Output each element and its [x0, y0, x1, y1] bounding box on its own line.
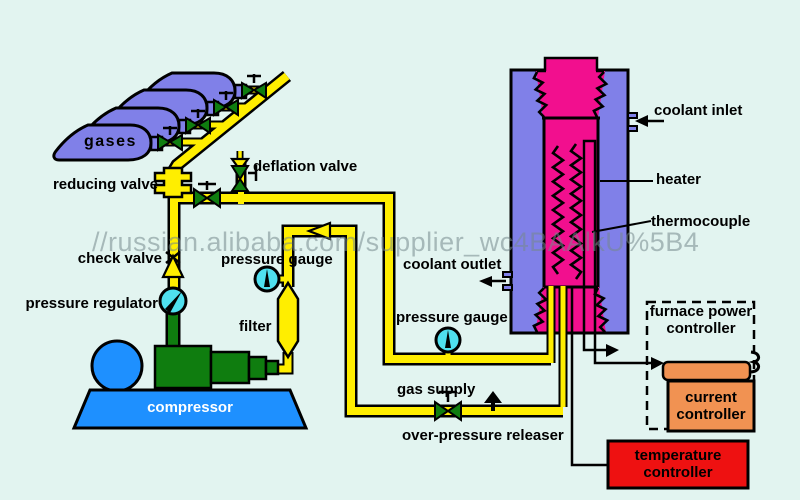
power-lead — [582, 288, 606, 352]
coolant-outlet-label: coolant outlet — [403, 256, 502, 273]
gas-supply-label: gas supply — [397, 381, 476, 398]
gas-cylinders — [52, 71, 267, 162]
check-valve-icon — [161, 251, 185, 279]
current-controller-line2: controller — [676, 406, 746, 424]
thermocouple-wire — [570, 288, 608, 467]
compressor-unit — [71, 304, 309, 430]
heater-coil-right-icon — [568, 143, 584, 280]
furnace-power-controller-label: furnace power controller — [647, 303, 755, 338]
gauges — [158, 265, 462, 354]
filter-label: filter — [239, 318, 272, 335]
valves-and-arrows — [161, 115, 664, 422]
deflation-valve-label: deflation valve — [253, 158, 358, 175]
pressure-regulator-label: pressure regulator — [25, 295, 158, 312]
chamber-walls — [542, 116, 600, 288]
cylinder-valve-icon — [185, 109, 211, 135]
compressor-block — [153, 344, 213, 390]
pressure-gauge-icon — [434, 326, 462, 354]
compressor-outlet — [264, 359, 280, 376]
check-valve-label: check valve — [77, 250, 162, 267]
base-zigzag-left — [532, 287, 549, 333]
temperature-controller-label: temperature controller — [608, 447, 748, 482]
throat-zigzag-left — [532, 71, 549, 118]
throat-zigzag-right — [592, 71, 609, 118]
thermocouple-label: thermocouple — [651, 213, 751, 230]
coolant-outlet-port — [502, 271, 513, 278]
current-controller-box — [666, 379, 756, 433]
furnace-throat — [536, 71, 605, 118]
over-pressure-releaser-label: over-pressure releaser — [402, 427, 564, 444]
coolant-inlet-arrow-icon — [635, 115, 664, 127]
thermocouple-well-icon — [582, 139, 597, 288]
furnace-power-controller-line1: furnace power — [649, 303, 753, 320]
reducing-valve-icon — [153, 166, 193, 199]
furnace-chimney — [543, 56, 599, 72]
filter-icon — [276, 280, 300, 360]
pressure-gauge-icon — [253, 265, 281, 293]
furnace-power-controller-line2: controller — [666, 320, 736, 338]
power-input-bar — [661, 360, 752, 382]
furnace — [502, 56, 638, 335]
shutoff-valve-icon — [193, 181, 221, 209]
current-controller-wire — [593, 288, 651, 365]
wiring — [570, 180, 664, 467]
compressor-block — [209, 350, 251, 385]
coolant-outlet-arrow-icon — [479, 276, 506, 287]
current-controller-line1: current — [685, 389, 737, 406]
deflation-valve-icon — [229, 157, 258, 192]
reducing-valve-label: reducing valve — [52, 176, 158, 193]
current-arrow-icon — [651, 357, 664, 370]
pressure-gauge-label: pressure gauge — [221, 251, 333, 268]
compressor-label: compressor — [147, 399, 233, 416]
gas-supply-valve-icon — [434, 390, 462, 422]
current-controller-label: current controller — [668, 389, 754, 424]
cylinder-valve-icon — [157, 126, 183, 152]
furnace-chamber — [544, 118, 598, 288]
heater-coil-left-icon — [550, 145, 566, 275]
compressor-base — [71, 388, 309, 430]
heater-label: heater — [656, 171, 702, 188]
coolant-inlet-port — [627, 125, 638, 132]
pressure-gauge-label: pressure gauge — [396, 309, 508, 326]
thermocouple-leader-line — [591, 220, 652, 233]
coolant-outlet-port — [502, 284, 513, 291]
watermark: //russian.alibaba.com/supplier_wc4BAAlkU… — [92, 227, 700, 257]
temperature-controller-line1: temperature — [634, 447, 722, 464]
cylinder-valve-icon — [241, 74, 267, 100]
controller-boxes — [606, 300, 760, 490]
pressure-regulator-icon — [158, 286, 188, 316]
flow-arrow-left-icon — [305, 221, 332, 241]
coolant-inlet-label: coolant inlet — [654, 102, 743, 119]
base-zigzag-right — [593, 287, 610, 333]
motor-icon — [90, 339, 144, 393]
over-pressure-arrow-icon — [484, 391, 502, 411]
cylinder-valve-icon — [213, 91, 239, 117]
temperature-controller-line2: controller — [643, 464, 713, 482]
temperature-controller-box — [606, 439, 750, 490]
power-arrow-icon — [606, 344, 619, 357]
compressor-block — [247, 355, 268, 381]
gases-label: gases — [84, 133, 137, 150]
connector-hook-icon — [748, 350, 760, 374]
coolant-inlet-port — [627, 112, 638, 119]
